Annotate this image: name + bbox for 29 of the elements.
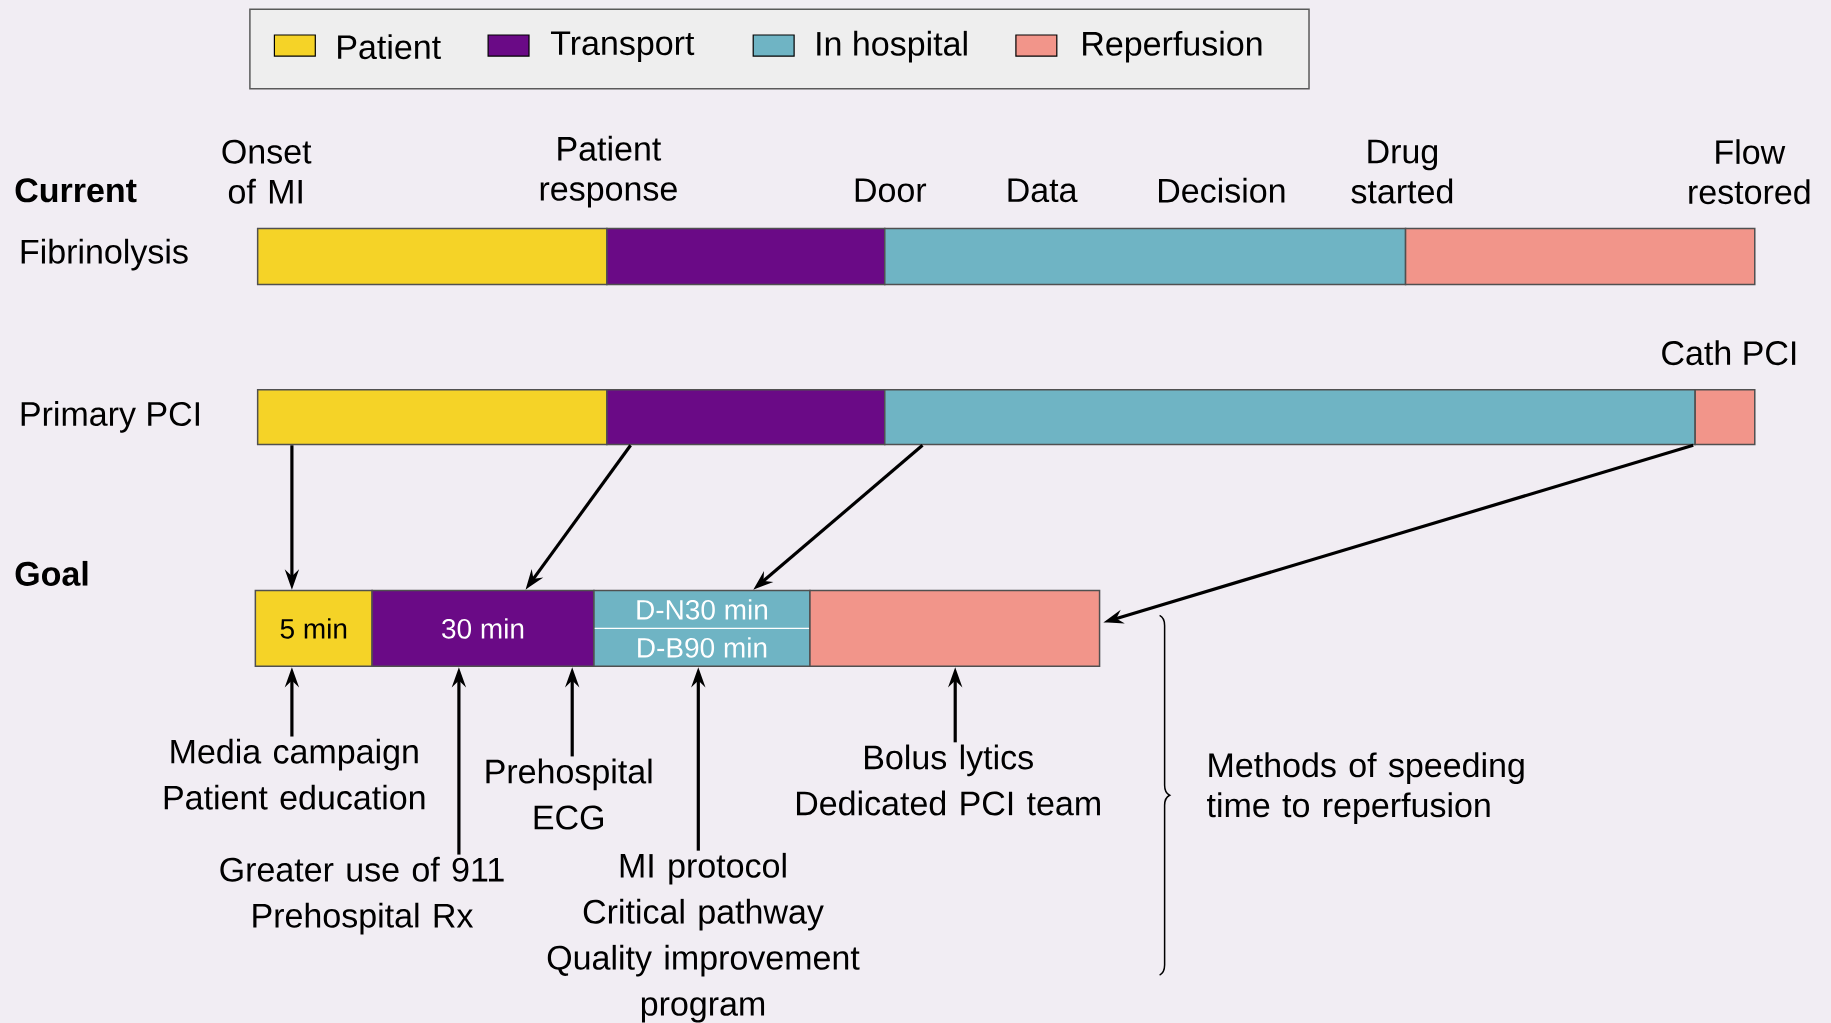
label: Patient response <box>540 135 677 208</box>
method-text: MI protocol Critical pathway Quality improvement program <box>547 852 860 1023</box>
method-text: Bolus lytics Dedicated PCI team <box>797 744 1100 816</box>
label: Drug started <box>1351 139 1453 204</box>
method-text: Media campaign Patient education <box>164 738 425 810</box>
bar-segment <box>884 227 1407 286</box>
legend-label: In hospital <box>817 30 967 63</box>
legend-label: Patient <box>338 34 441 60</box>
bar-segment: 30 min <box>371 589 595 668</box>
bar-segment <box>606 388 886 446</box>
label: Goal <box>15 560 88 586</box>
bar-segment: 5 min <box>254 589 373 668</box>
bar-segment: D-N30 min D-B90 min <box>593 589 811 668</box>
bar-segment <box>1404 227 1756 286</box>
legend-label: Transport <box>551 31 695 62</box>
legend-label: Reperfusion <box>1083 30 1262 63</box>
bar-segment <box>256 388 608 446</box>
bar-segment <box>606 227 886 286</box>
method-text: Greater use of 911 Prehospital Rx <box>220 856 504 935</box>
label: Methods of speeding time to reperfusion <box>1207 752 1524 825</box>
label: Current <box>15 178 137 203</box>
label: Cath PCI <box>1662 340 1796 366</box>
label: Fibrinolysis <box>21 238 188 271</box>
label: Door <box>855 178 927 203</box>
bar-segment <box>256 227 608 286</box>
bar-segment <box>884 388 1696 446</box>
bar-segment <box>1694 388 1756 446</box>
method-text: Prehospital ECG <box>486 758 652 830</box>
bar-segment <box>809 589 1101 668</box>
